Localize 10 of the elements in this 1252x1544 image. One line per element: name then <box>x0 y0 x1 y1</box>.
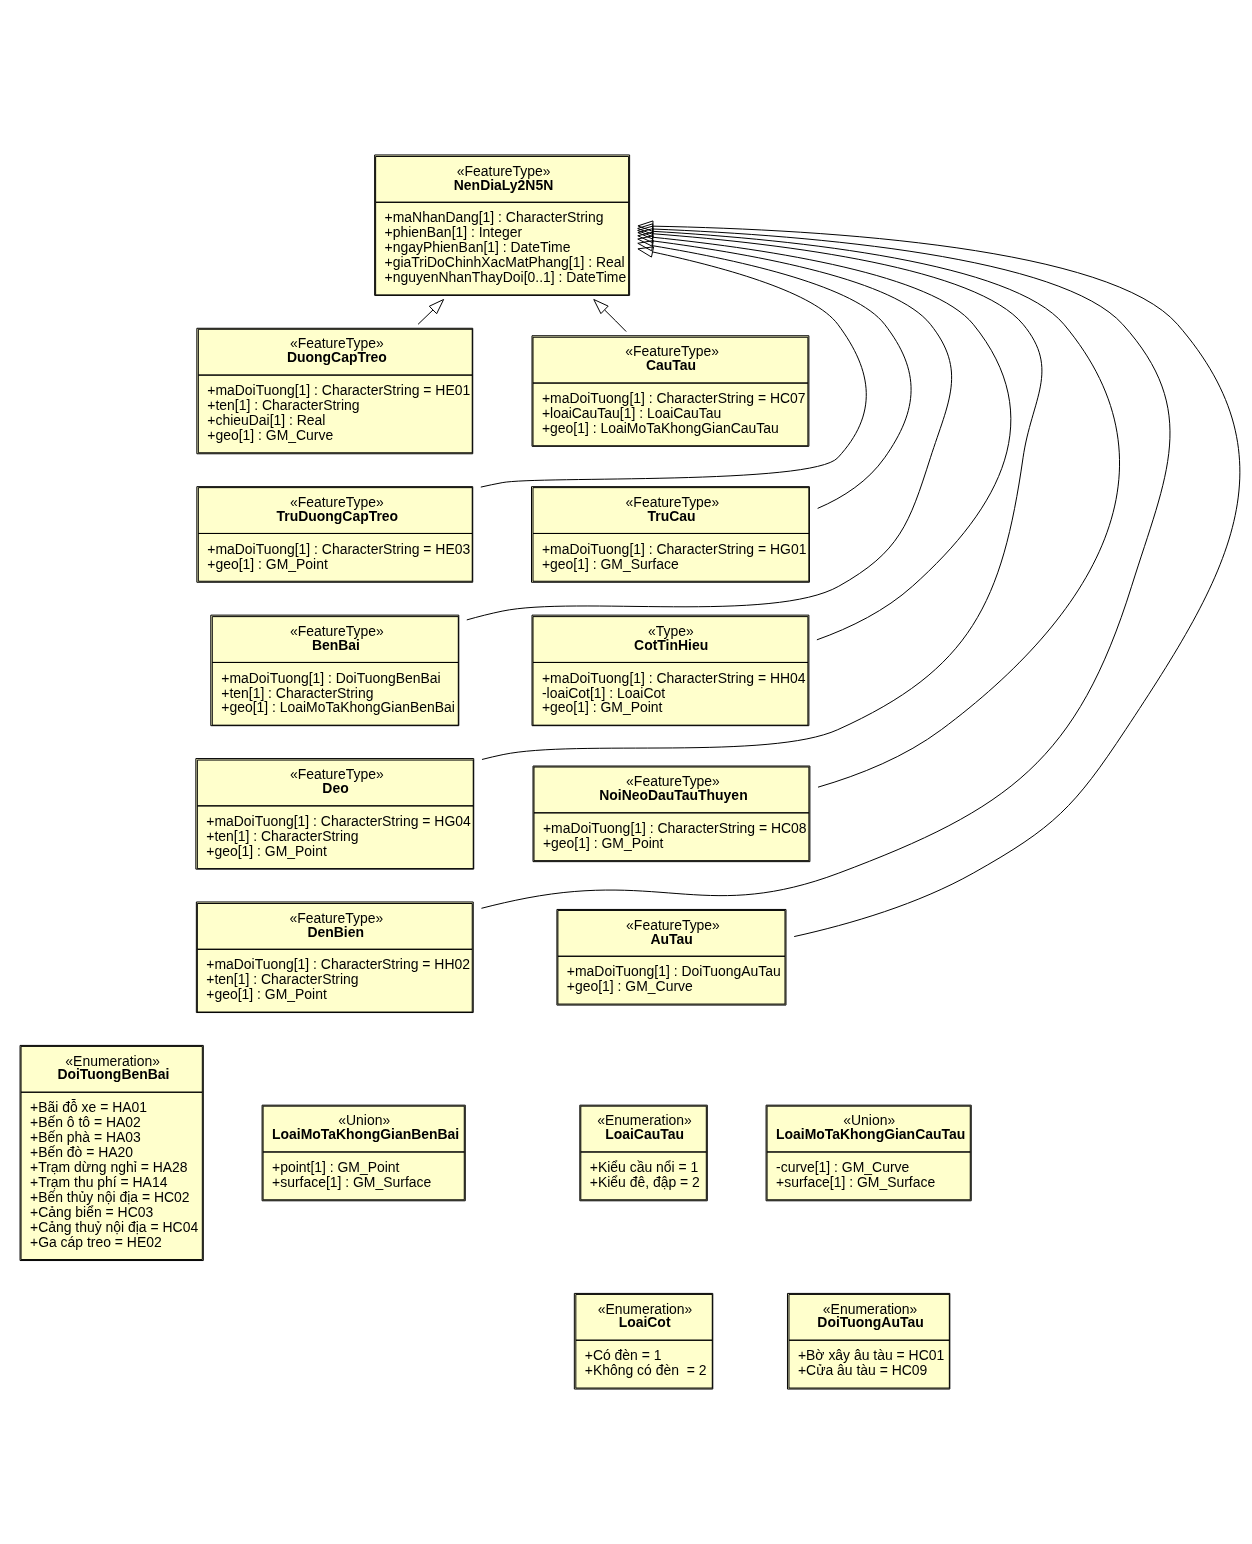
arrow <box>593 299 627 333</box>
arrow <box>481 228 1043 760</box>
arrow <box>637 220 1240 938</box>
arrow <box>637 240 912 509</box>
arrow <box>417 299 445 325</box>
arrow <box>480 223 1171 909</box>
arrow <box>637 225 1120 788</box>
arrow <box>637 231 1012 641</box>
arrow <box>466 235 953 621</box>
arrow <box>480 246 867 488</box>
